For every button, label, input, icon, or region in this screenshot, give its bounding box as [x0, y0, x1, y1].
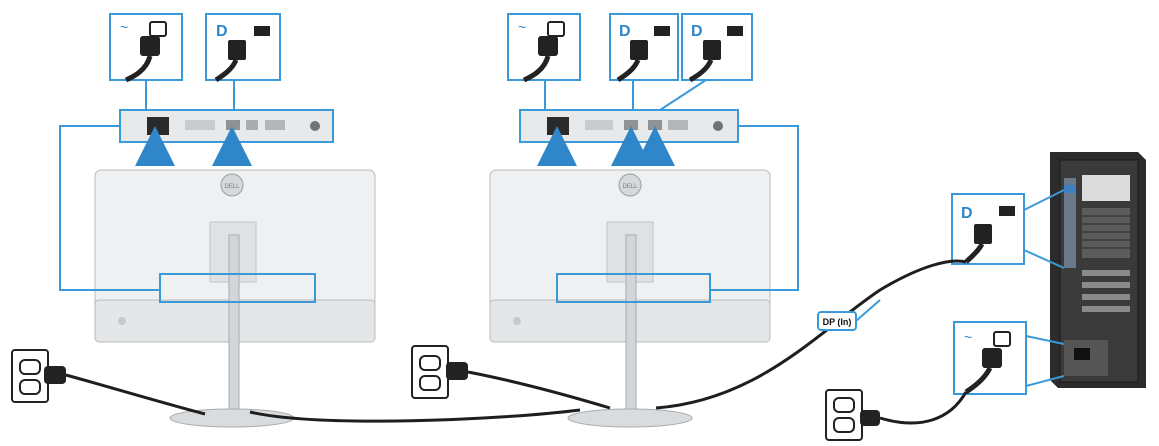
- dp-in-cable-callout-right: D: [609, 13, 679, 83]
- power-plug-icon: [140, 36, 160, 56]
- callout-frame-right: [710, 125, 799, 291]
- monitor-right: DELL ~ D: [489, 13, 799, 428]
- dp-plug-icon: [703, 40, 721, 60]
- monitor-left-stand-base: [169, 408, 295, 428]
- dell-logo-icon: [220, 173, 244, 197]
- power-plug-icon: [446, 362, 468, 380]
- power-cable-left: [65, 373, 206, 416]
- pc-dp-cable-callout: D: [951, 189, 1065, 269]
- dp-cable-callout-left: D: [205, 13, 281, 83]
- monitor-right-stand-base: [567, 408, 693, 428]
- wall-outlet-icon: [411, 345, 449, 399]
- displayport-icon: D: [961, 205, 973, 222]
- svg-text:DELL: DELL: [224, 184, 240, 190]
- power-cable-right: [467, 370, 611, 410]
- dp-in-label-text: DP (In): [823, 317, 852, 327]
- svg-text:~: ~: [120, 19, 128, 35]
- power-port: [147, 117, 169, 135]
- dp-in-label: DP (In): [817, 299, 881, 331]
- dp-out-cable-callout-right: D: [681, 13, 753, 83]
- callout-band-right: [556, 273, 711, 303]
- daisy-chain-cable: [249, 408, 581, 423]
- dp-plug-icon: [974, 224, 992, 244]
- svg-text:~: ~: [964, 329, 972, 345]
- callout-band-left: [159, 273, 316, 303]
- displayport-icon: D: [216, 23, 228, 40]
- displayport-icon: D: [619, 23, 631, 40]
- monitor-left: DELL ~ D: [59, 13, 376, 428]
- dp-in-port: [226, 120, 240, 130]
- power-plug-icon: [860, 410, 880, 426]
- monitor-left-stand-neck: [228, 234, 240, 416]
- dp-in-cable: [655, 259, 967, 410]
- dp-plug-icon: [630, 40, 648, 60]
- svg-text:DELL: DELL: [622, 184, 638, 190]
- power-cable-callout-left: ~: [109, 13, 183, 83]
- monitor-right-stand-neck: [625, 234, 637, 416]
- callout-frame-left: [59, 125, 160, 291]
- wall-outlet-icon: [11, 349, 49, 403]
- power-plug-icon: [982, 348, 1002, 368]
- power-plug-icon: [538, 36, 558, 56]
- dp-plug-icon: [228, 40, 246, 60]
- wall-outlet-icon: [825, 389, 863, 441]
- power-cable-callout-right: ~: [507, 13, 581, 83]
- displayport-icon: D: [691, 23, 703, 40]
- dp-out-port: [648, 120, 662, 130]
- pc-power-cable-callout: ~: [953, 321, 1065, 395]
- pc-power-cable: [879, 391, 968, 425]
- svg-text:~: ~: [518, 19, 526, 35]
- dell-logo-icon: [618, 173, 642, 197]
- pc-io-panel: [1064, 178, 1076, 268]
- power-port: [547, 117, 569, 135]
- power-button-icon: [118, 317, 126, 325]
- power-plug-icon: [44, 366, 66, 384]
- pc-tower: [1050, 152, 1146, 388]
- dp-in-port: [624, 120, 638, 130]
- power-button-icon: [513, 317, 521, 325]
